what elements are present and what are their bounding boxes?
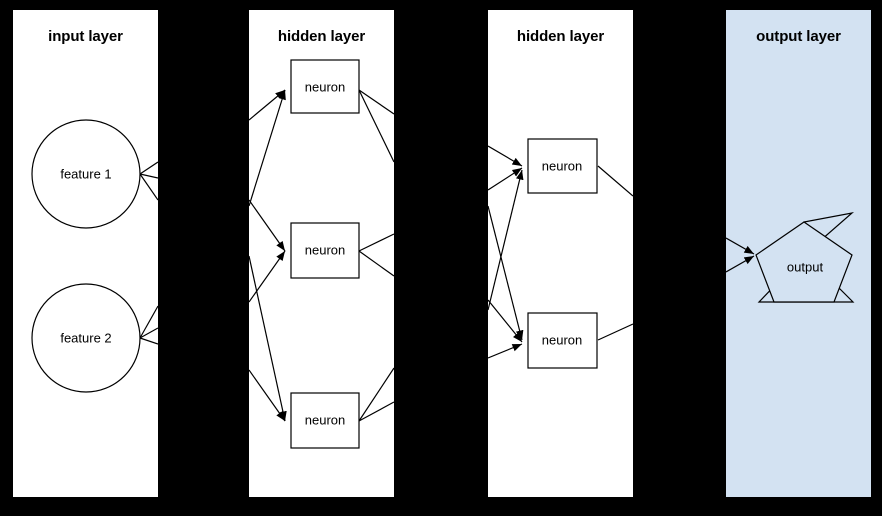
layer-panel-input[interactable]: input layer feature 1 feature (13, 10, 158, 497)
input-layer-graphics: feature 1 feature 2 (31, 119, 158, 393)
node-feature-2[interactable]: feature 2 (31, 283, 141, 393)
hidden-layer-1-graphics: neuron neuron neuron (249, 59, 394, 449)
node-neuron-h1-3[interactable]: neuron (290, 392, 360, 449)
layer-panel-output[interactable]: output layer output (726, 10, 871, 497)
node-label-neuron-h1-3: neuron (305, 412, 345, 427)
hidden-layer-2-graphics: neuron neuron (488, 138, 633, 369)
layer-panel-hidden-1[interactable]: hidden layer (249, 10, 394, 497)
edges-into-neuron-1 (249, 89, 286, 207)
layer-title-hidden-1: hidden layer (277, 28, 366, 45)
edges-into-neuron-2 (249, 199, 286, 303)
node-neuron-h2-1[interactable]: neuron (527, 138, 598, 194)
node-neuron-h1-1[interactable]: neuron (290, 59, 360, 114)
node-label-neuron-h1-1: neuron (305, 79, 345, 94)
node-output[interactable]: output (755, 212, 855, 303)
node-label-feature-1: feature 1 (60, 166, 111, 181)
layer-title-output: output layer (756, 28, 841, 45)
node-label-feature-2: feature 2 (60, 330, 111, 345)
edges-out-of-hidden-layer-2 (597, 165, 633, 341)
edges-out-of-hidden-layer-1 (358, 89, 394, 422)
edges-into-output (726, 237, 755, 273)
node-neuron-h1-2[interactable]: neuron (290, 222, 360, 279)
layer-panel-hidden-2[interactable]: hidden layer (488, 10, 633, 497)
node-label-neuron-h2-1: neuron (542, 158, 582, 173)
edges-from-feature-2 (139, 305, 158, 345)
node-label-output: output (787, 259, 824, 274)
edges-into-neuron-h2-1 (488, 145, 524, 311)
edges-from-feature-1 (139, 161, 158, 201)
node-label-neuron-h2-2: neuron (542, 332, 582, 347)
node-feature-1[interactable]: feature 1 (31, 119, 141, 229)
edges-into-neuron-h2-2 (488, 205, 524, 359)
node-neuron-h2-2[interactable]: neuron (527, 312, 598, 369)
node-label-neuron-h1-2: neuron (305, 242, 345, 257)
layer-title-input: input layer (48, 28, 123, 45)
output-layer-graphics: output (726, 212, 855, 303)
layer-title-hidden-2: hidden layer (516, 28, 605, 45)
edges-into-neuron-3 (249, 255, 287, 422)
